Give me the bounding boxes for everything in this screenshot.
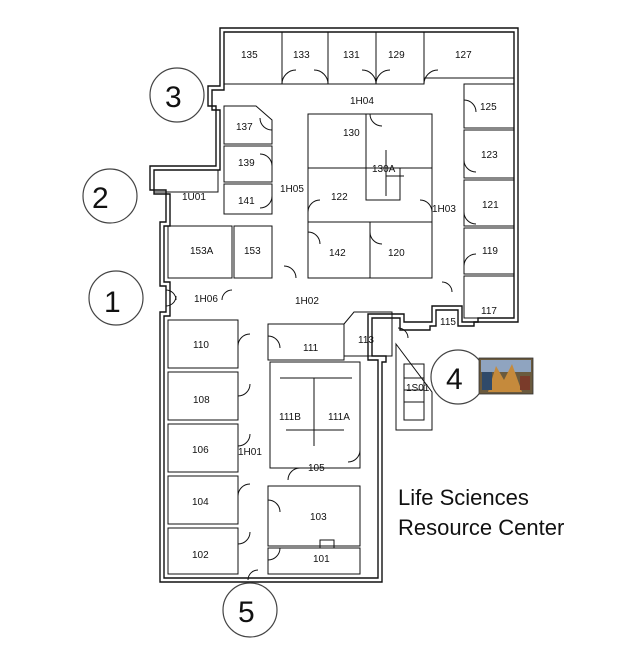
room-label-106: 106 [192, 445, 209, 456]
room-label-153: 153 [244, 246, 261, 257]
room-label-125: 125 [480, 102, 497, 113]
room-label-115: 115 [440, 317, 456, 328]
right-rooms [463, 83, 515, 319]
room-1u01-box [153, 169, 219, 193]
room-label-102: 102 [192, 550, 209, 561]
entrance-label-3: 3 [165, 81, 182, 114]
room-label-120: 120 [388, 248, 405, 259]
room-label-133: 133 [293, 50, 310, 61]
room-label-141: 141 [238, 196, 255, 207]
door-swings [165, 69, 477, 581]
entrance-markers: 3 2 1 4 5 [82, 67, 486, 638]
room-label-153a: 153A [190, 246, 214, 257]
hallway-label-1h03: 1H03 [432, 204, 456, 215]
room-label-104: 104 [192, 497, 209, 508]
room-label-103: 103 [310, 512, 327, 523]
stair-1s01 [395, 342, 433, 431]
room-label-142: 142 [329, 248, 346, 259]
central-block [307, 113, 433, 279]
room-label-137: 137 [236, 122, 253, 133]
hallway-label-1h04: 1H04 [350, 96, 374, 107]
hallway-label-1h05: 1H05 [280, 184, 304, 195]
hallway-label-1h01: 1H01 [238, 447, 262, 458]
room-label-113: 113 [358, 335, 374, 346]
room-label-101: 101 [313, 554, 330, 565]
room-label-123: 123 [481, 150, 498, 161]
outer-walls [149, 27, 519, 583]
hallway-label-1h06: 1H06 [194, 294, 218, 305]
room-label-119: 119 [482, 246, 498, 257]
hallway-label-1h02: 1H02 [295, 296, 319, 307]
building-photo-icon [478, 357, 534, 395]
room-label-130a: 130A [372, 164, 396, 175]
room-label-121: 121 [482, 200, 499, 211]
room-label-111: 111 [303, 343, 319, 354]
title-line-1: Life Sciences [398, 485, 529, 510]
room-label-105: 105 [308, 463, 325, 474]
room-label-122: 122 [331, 192, 348, 203]
room-label-108: 108 [193, 395, 210, 406]
middle-lower-rooms [267, 311, 393, 575]
room-label-139: 139 [238, 158, 255, 169]
room-label-130: 130 [343, 128, 360, 139]
room-labels: 135 133 131 129 127 1H04 125 137 130 123… [182, 50, 499, 565]
room-label-1u01: 1U01 [182, 192, 206, 203]
title-line-2: Resource Center [398, 515, 565, 540]
entrance-label-1: 1 [104, 286, 121, 319]
entrance-label-4: 4 [446, 363, 463, 396]
room-label-129: 129 [388, 50, 405, 61]
top-rooms [223, 31, 515, 85]
room-label-111a: 111A [328, 412, 350, 423]
left-rooms [167, 319, 239, 575]
left-upper-rooms [167, 105, 273, 279]
entrance-label-2: 2 [92, 182, 109, 215]
stair-label-1s01: 1S01 [406, 383, 430, 394]
room-label-110: 110 [193, 340, 209, 351]
entrance-label-5: 5 [238, 596, 255, 629]
room-label-127: 127 [455, 50, 472, 61]
room-label-135: 135 [241, 50, 258, 61]
room-label-117: 117 [481, 306, 497, 317]
room-label-111b: 111B [279, 412, 301, 423]
room-label-131: 131 [343, 50, 360, 61]
